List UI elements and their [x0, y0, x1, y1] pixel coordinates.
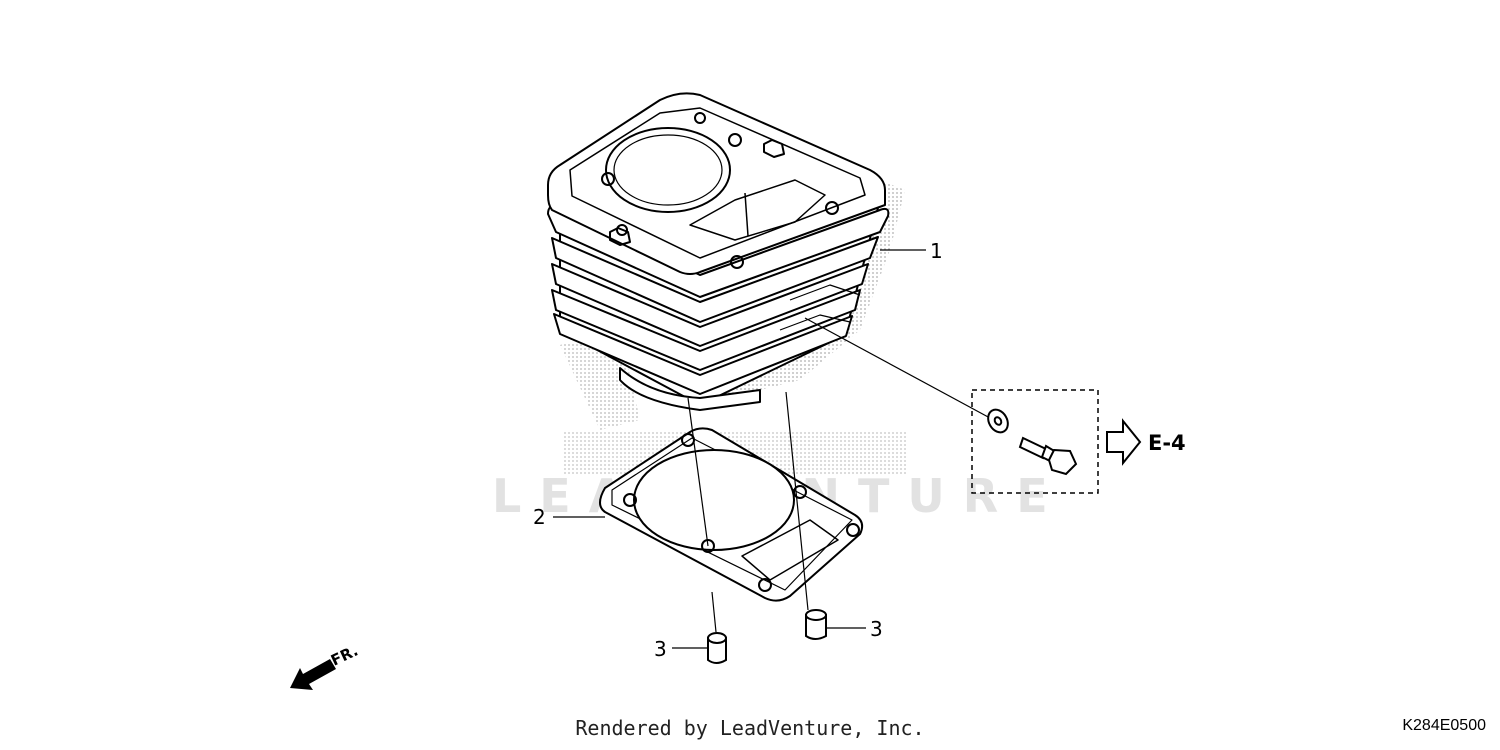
callout-3-left[interactable]: 3 — [654, 637, 707, 661]
callout-1-label: 1 — [930, 239, 943, 263]
callout-1[interactable]: 1 — [880, 239, 943, 263]
footer-credit: Rendered by LeadVenture, Inc. — [575, 716, 925, 740]
washer — [987, 408, 1009, 434]
callout-3-right-label: 3 — [870, 617, 883, 641]
bolt-reference-box[interactable] — [804, 317, 1099, 494]
diagram-code: K284E0500 — [1402, 717, 1486, 734]
front-direction-label: FR. — [328, 642, 361, 670]
callout-2-label: 2 — [533, 505, 546, 529]
reference-label: E-4 — [1148, 431, 1186, 455]
assembly-guide-lines — [687, 391, 809, 633]
callout-3-left-label: 3 — [654, 637, 667, 661]
callout-2[interactable]: 2 — [533, 505, 605, 529]
front-direction-arrow-icon: FR. — [290, 642, 361, 690]
bolt — [1018, 436, 1078, 476]
cylinder-part[interactable] — [547, 92, 905, 411]
callout-3-right[interactable]: 3 — [827, 617, 883, 641]
dowel-pin-right[interactable] — [805, 609, 827, 640]
cylinder-base-gasket[interactable] — [599, 427, 864, 602]
dowel-pin-left[interactable] — [707, 632, 727, 664]
reference-arrow-e4[interactable]: E-4 — [1106, 418, 1186, 466]
